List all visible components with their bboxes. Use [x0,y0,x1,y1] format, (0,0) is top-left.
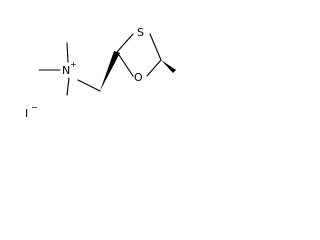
chemical-structure: S O N + I − [25,26,176,120]
wedge-bond-ring-ch2 [100,51,120,91]
bond-ch2-n [77,79,101,92]
atom-label-oxygen: O [134,71,143,84]
bond-n-methyl-up [66,42,69,63]
bond-n-methyl-down [66,77,70,96]
wedge-bond-ring-methyl [161,60,176,73]
iodide-charge: − [31,103,38,112]
bond-ring-o-c [116,51,134,77]
bond-ring-s-c [149,33,162,61]
bond-ring-c-o [146,59,162,77]
nitrogen-charge: + [70,60,77,69]
atom-label-nitrogen: N [62,64,70,77]
bond-ring-ch2-s [116,33,134,53]
atom-label-iodide: I [25,107,28,120]
atom-label-sulfur: S [137,26,144,39]
